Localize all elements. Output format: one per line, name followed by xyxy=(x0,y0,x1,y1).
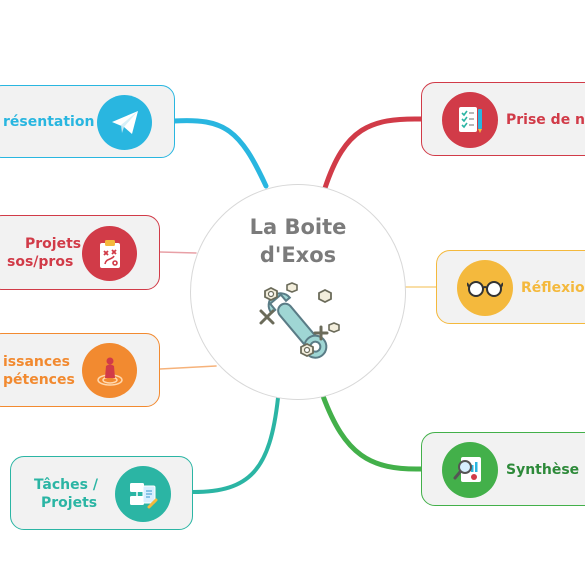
branch-taches-label-line1: Tâches / xyxy=(34,477,98,493)
branch-competences[interactable]: issances pétences xyxy=(0,333,160,407)
glasses-icon xyxy=(457,260,513,316)
connector-prise xyxy=(322,116,424,191)
branch-projets[interactable]: Projets sos/pros xyxy=(0,215,160,290)
branch-projets-label-line1: Projets xyxy=(25,236,82,252)
magnifier-report-icon xyxy=(442,442,498,498)
branch-synthese[interactable]: Synthèse xyxy=(421,432,585,506)
target-person-icon xyxy=(82,343,137,398)
clipboard-strategy-icon xyxy=(82,226,137,281)
connector-presentation xyxy=(171,118,269,189)
central-topic[interactable]: La Boite d'Exos xyxy=(190,184,406,400)
branch-presentation[interactable]: résentation xyxy=(0,85,175,158)
connector-competences xyxy=(159,365,217,370)
branch-competences-label-line2: pétences xyxy=(3,372,75,388)
branch-taches[interactable]: Tâches / Projets xyxy=(10,456,193,530)
connector-taches xyxy=(191,396,280,494)
connector-synthese xyxy=(320,393,424,472)
flowchart-document-icon xyxy=(115,466,171,522)
paper-plane-icon xyxy=(97,95,152,150)
connector-projets xyxy=(159,251,197,254)
wrench-and-nuts-icon xyxy=(259,282,340,359)
branch-synthese-label: Synthèse xyxy=(506,462,580,478)
branch-projets-label-line2: sos/pros xyxy=(7,254,74,270)
branch-reflexion[interactable]: Réflexio xyxy=(436,250,585,324)
branch-presentation-label: résentation xyxy=(3,114,95,130)
checklist-notes-icon xyxy=(442,92,498,148)
branch-competences-label-line1: issances xyxy=(3,354,71,370)
branch-reflexion-label: Réflexio xyxy=(521,280,585,296)
branch-prise[interactable]: Prise de n xyxy=(421,82,585,156)
branch-taches-label-line2: Projets xyxy=(41,495,98,511)
central-topic-title: La Boite d'Exos xyxy=(249,215,347,267)
branch-prise-label: Prise de n xyxy=(506,112,585,128)
